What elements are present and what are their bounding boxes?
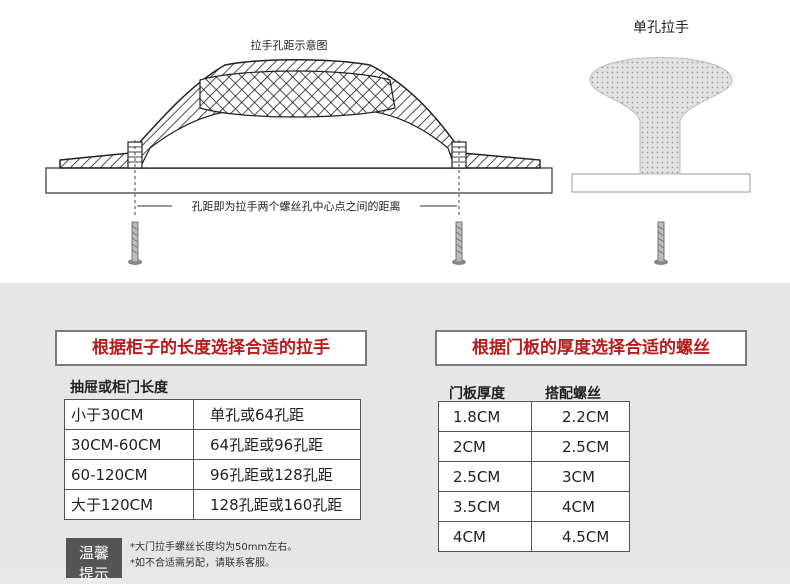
screw-header: 搭配螺丝 xyxy=(545,386,601,402)
table-row: 1.8CM 2.2CM xyxy=(438,401,630,432)
thickness-cell: 1.8CM xyxy=(438,401,532,432)
length-cell: 小于30CM xyxy=(64,399,194,430)
notice-line2: *如不合适需另配，请联系客服。 xyxy=(130,558,275,569)
spacing-caption: 孔距即为拉手两个螺丝孔中心点之间的距离 xyxy=(192,199,401,213)
length-cell: 大于120CM xyxy=(64,489,194,520)
spacing-cell: 单孔或64孔距 xyxy=(193,399,361,430)
table-row: 2CM 2.5CM xyxy=(438,431,630,462)
screw-cell: 2.5CM xyxy=(531,431,630,462)
right-screw xyxy=(452,221,466,265)
screw-cell: 3CM xyxy=(531,461,630,492)
thickness-cell: 2CM xyxy=(438,431,532,462)
knob-screw xyxy=(654,221,668,265)
cabinet-heading: 根据柜子的长度选择合适的拉手 xyxy=(55,330,367,366)
screw-cell: 4CM xyxy=(531,491,630,522)
cabinet-column-header: 抽屉或柜门长度 xyxy=(70,380,168,396)
thickness-cell: 2.5CM xyxy=(438,461,532,492)
thickness-cell: 3.5CM xyxy=(438,491,532,522)
cabinet-table: 小于30CM 单孔或64孔距 30CM-60CM 64孔距或96孔距 60-12… xyxy=(64,399,361,520)
knob-body xyxy=(589,57,733,175)
screw-table: 1.8CM 2.2CM 2CM 2.5CM 2.5CM 3CM 3.5CM 4C… xyxy=(438,401,630,552)
notice-text: *大门拉手螺丝长度均为50mm左右。 *如不合适需另配，请联系客服。 xyxy=(130,540,297,572)
spacing-cell: 128孔距或160孔距 xyxy=(193,489,361,520)
handle-diagram: 拉手孔距示意图 孔距即为拉手两个螺丝孔中心点之间的距离 xyxy=(45,20,751,265)
spacing-cell: 96孔距或128孔距 xyxy=(193,459,361,490)
table-row: 大于120CM 128孔距或160孔距 xyxy=(64,489,361,520)
table-row: 3.5CM 4CM xyxy=(438,491,630,522)
length-cell: 60-120CM xyxy=(64,459,194,490)
notice-badge: 温馨 提示 xyxy=(66,538,122,583)
table-row: 60-120CM 96孔距或128孔距 xyxy=(64,459,361,490)
thickness-header: 门板厚度 xyxy=(449,386,505,402)
board-rect xyxy=(45,167,553,194)
knob-board xyxy=(571,173,751,193)
selection-guide: 根据柜子的长度选择合适的拉手 抽屉或柜门长度 小于30CM 单孔或64孔距 30… xyxy=(0,283,790,583)
screw-heading: 根据门板的厚度选择合适的螺丝 xyxy=(435,330,747,366)
notice-badge-line1: 温馨 xyxy=(78,544,109,562)
left-screw xyxy=(128,221,142,265)
screw-cell: 2.2CM xyxy=(531,401,630,432)
single-knob-title: 单孔拉手 xyxy=(633,20,689,36)
thickness-cell: 4CM xyxy=(438,521,532,552)
table-row: 30CM-60CM 64孔距或96孔距 xyxy=(64,429,361,460)
handle-diagram-title: 拉手孔距示意图 xyxy=(251,38,328,52)
screw-cell: 4.5CM xyxy=(531,521,630,552)
table-row: 小于30CM 单孔或64孔距 xyxy=(64,399,361,430)
notice-line1: *大门拉手螺丝长度均为50mm左右。 xyxy=(130,542,298,553)
table-row: 4CM 4.5CM xyxy=(438,521,630,552)
table-row: 2.5CM 3CM xyxy=(438,461,630,492)
diagram-area: 拉手孔距示意图 孔距即为拉手两个螺丝孔中心点之间的距离 xyxy=(0,0,790,283)
notice-badge-line2: 提示 xyxy=(78,565,109,583)
length-cell: 30CM-60CM xyxy=(64,429,194,460)
grip-pattern xyxy=(199,70,396,118)
spacing-cell: 64孔距或96孔距 xyxy=(193,429,361,460)
